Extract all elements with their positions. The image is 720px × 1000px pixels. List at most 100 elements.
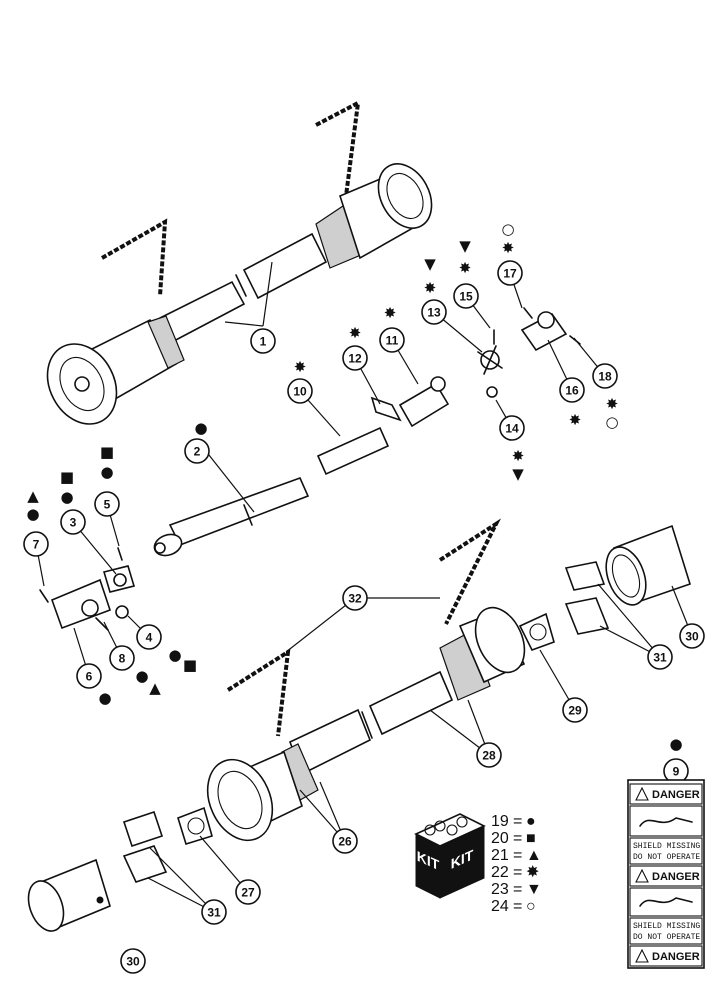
legend-row-24: 24=○ [491,898,536,915]
right-cross-yoke [477,307,581,398]
callout-18: 18 [592,363,618,389]
legend-symbol-icon: ✸ [526,864,539,881]
legend-equals: = [513,898,522,915]
warning-triangle-icon [635,786,649,801]
marker-down-icon: ▼ [512,465,524,483]
legend-number: 24 [491,898,509,915]
callout-label: 31 [653,651,667,665]
marker-circle-icon: ● [168,646,181,664]
callout-label: 3 [70,516,77,530]
marker-star-icon: ✸ [502,239,515,257]
legend-number: 21 [491,847,509,864]
callout-14: 14 [499,415,525,441]
decal-danger-bottom: DANGER [652,951,700,963]
callout-label: 8 [119,652,126,666]
callout-circle [562,697,588,723]
callout-2: 2 [184,438,210,464]
callout-circle [332,828,358,854]
marker-circle-icon: ● [60,488,73,506]
legend-equals: = [513,813,522,830]
marker-square-icon: ■ [183,656,197,674]
callout-label: 26 [338,835,352,849]
decal-panel-middle: DANGER SHIELD MISSING DO NOT OPERATE [629,865,703,945]
legend-row-19: 19=● [491,813,536,830]
legend-equals: = [513,830,522,847]
callout-label: 31 [207,906,221,920]
callout-circle [342,585,368,611]
decal-warning-line2-top: DO NOT OPERATE [633,853,700,862]
callout-circle [287,378,313,404]
legend-symbol-icon: ○ [526,898,536,915]
marker-square-icon: ■ [60,468,74,486]
callout-circle [120,948,146,974]
legend-number: 19 [491,813,509,830]
callout-circle [342,345,368,371]
callout-label: 17 [503,267,517,281]
callout-label: 18 [598,370,612,384]
legend-symbol-icon: ▼ [526,881,542,898]
legend-row-21: 21=▲ [491,847,542,864]
kit-symbol-markers: ○✸▼✸▼✸✸✸✸✸✸○✸▼●■●■●▲●●■●▲●● [26,220,682,753]
left-cross-yoke [39,547,136,631]
callout-6: 6 [76,663,102,689]
safety-chain-lower-left [226,648,291,737]
decal-warning-line2-bottom: DO NOT OPERATE [633,933,700,942]
callout-label: 30 [685,630,699,644]
danger-decal: DANGER SHIELD MISSING DO NOT OPERATE DAN… [627,779,705,969]
callout-29: 29 [562,697,588,723]
marker-down-icon: ▼ [424,255,436,273]
callout-label: 7 [33,538,40,552]
marker-circle-icon: ● [26,505,39,523]
callout-circle [559,377,585,403]
legend-row-20: 20=■ [491,830,536,847]
callout-circle [76,663,102,689]
callout-30: 30 [120,948,146,974]
marker-ring-icon: ○ [605,413,618,431]
callout-label: 13 [427,306,441,320]
callout-30: 30 [679,623,705,649]
legend-symbol-icon: ● [526,813,536,830]
decal-warning-line1-bottom: SHIELD MISSING [633,922,700,931]
legend-equals: = [513,847,522,864]
callout-8: 8 [109,645,135,671]
callout-circle [23,531,49,557]
marker-star-icon: ✸ [384,304,397,322]
callout-circle [497,260,523,286]
legend-number: 20 [491,830,509,847]
decal-panel-bottom: DANGER [629,945,703,967]
marker-circle-icon: ● [135,667,148,685]
callout-circle [592,363,618,389]
callout-label: 1 [260,335,267,349]
callout-circle [679,623,705,649]
callout-1: 1 [250,328,276,354]
callout-5: 5 [94,491,120,517]
callout-circle [109,645,135,671]
marker-star-icon: ✸ [349,324,362,342]
right-bearing-parts [518,524,691,651]
safety-chain-upper-right [315,99,361,197]
legend-symbol-icon: ■ [526,830,536,847]
center-shaft-assembly [153,376,450,557]
callout-circle [250,328,276,354]
callout-label: 28 [482,749,496,763]
marker-circle-icon: ● [669,735,682,753]
marker-star-icon: ✸ [606,395,619,413]
callout-label: 12 [348,352,362,366]
callout-label: 32 [348,592,362,606]
marker-star-icon: ✸ [459,259,472,277]
marker-star-icon: ✸ [569,411,582,429]
callout-10: 10 [287,378,313,404]
callout-circle [201,899,227,925]
marker-ring-icon: ○ [501,220,514,238]
callout-label: 10 [293,385,307,399]
marker-circle-icon: ● [194,419,207,437]
marker-star-icon: ✸ [424,279,437,297]
callout-group: 1234567891011121314151617182627282930303… [23,260,705,974]
callout-31: 31 [201,899,227,925]
callout-circle [499,415,525,441]
warning-triangle-icon [635,948,649,963]
callout-circle [647,644,673,670]
callout-label: 29 [568,704,582,718]
marker-down-icon: ▼ [459,237,471,255]
